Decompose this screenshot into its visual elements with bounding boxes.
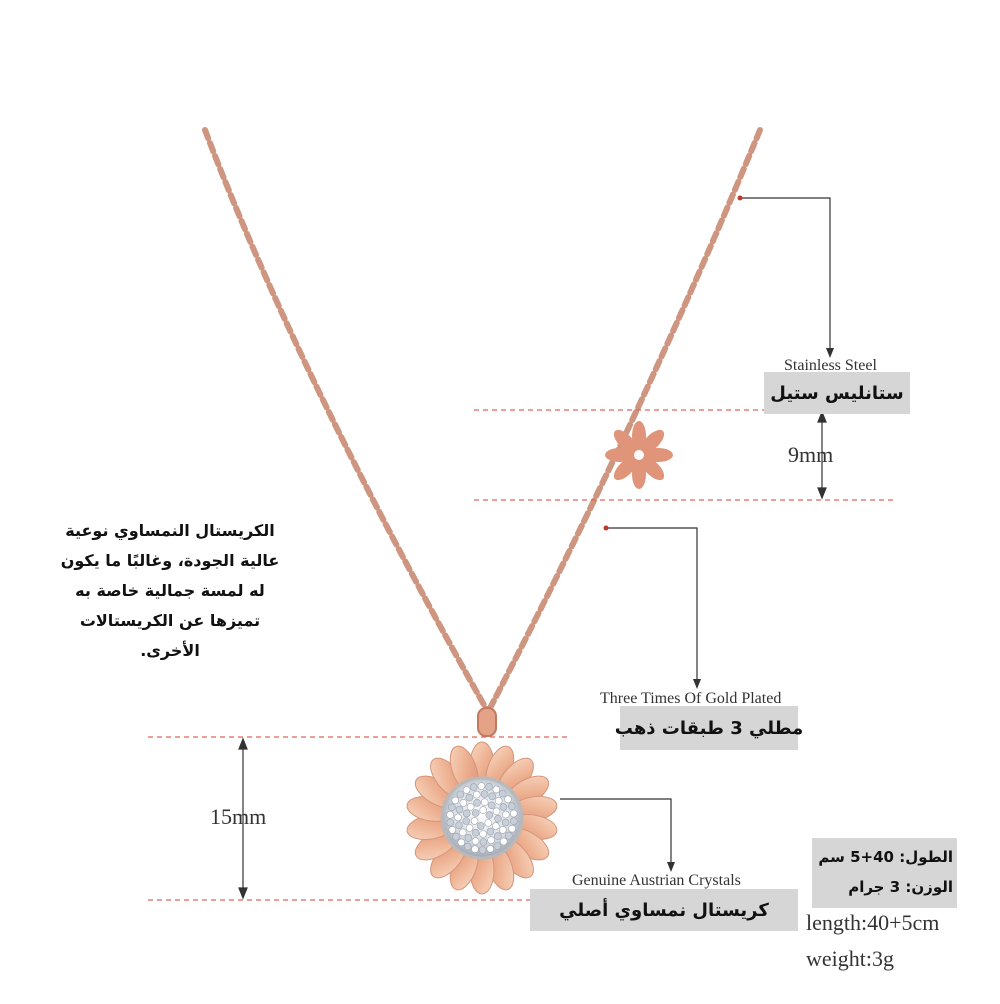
crystal-stone — [479, 838, 488, 846]
crystal-stone — [499, 803, 508, 811]
crystal-description: الكريستال النمساوي نوعية عالية الجودة، و… — [50, 516, 290, 666]
crystal-stone — [477, 822, 485, 830]
stainless-steel-label-ar: ستانليس ستيل — [764, 372, 910, 414]
crystal-stone — [463, 842, 472, 851]
pendant-size: 15mm — [210, 804, 267, 829]
crystal-stone — [487, 836, 495, 845]
crystal-stone — [501, 810, 510, 819]
chain-right — [485, 127, 763, 715]
petal — [640, 456, 665, 481]
crystal-stone — [494, 796, 503, 805]
crystal-stone — [498, 789, 507, 798]
crystal-stone — [465, 793, 474, 802]
crystal-stone — [471, 809, 480, 817]
crystal-stone — [486, 845, 495, 853]
crystals-label-ar: كريستال نمساوي أصلي — [530, 889, 798, 931]
crystal-stone — [473, 798, 481, 807]
crystal-stone — [493, 842, 502, 850]
crystal-stone — [494, 832, 502, 840]
crystal-stone — [470, 817, 479, 825]
stainless-steel-label-en: Stainless Steel — [784, 357, 877, 374]
petal — [640, 429, 665, 454]
description-line: الكريستال النمساوي نوعية — [65, 521, 275, 540]
crystal-stone — [498, 826, 507, 834]
crystal-stone — [472, 790, 481, 799]
gold-plated-label-ar: مطلي 3 طبقات ذهب — [615, 706, 803, 750]
crystal-stone — [448, 826, 457, 834]
crystal-stone — [471, 828, 480, 837]
crystal-stone — [508, 824, 516, 833]
crystal-stone — [487, 801, 496, 810]
crystal-stone — [446, 811, 455, 819]
crystal-stone — [459, 798, 468, 807]
crystal-stone — [492, 785, 501, 794]
crystal-stone — [462, 809, 471, 818]
crystal-stone — [478, 846, 487, 854]
crystal-stone — [454, 813, 462, 822]
crystal-stone — [457, 838, 466, 847]
crystal-stone — [509, 817, 518, 826]
crystal-stone — [486, 827, 495, 836]
petal — [613, 456, 638, 481]
crystal-stone — [455, 805, 464, 814]
crystal-stone — [485, 811, 494, 819]
description-line: الأخرى. — [140, 641, 200, 660]
small-flower-size: 9mm — [788, 442, 834, 467]
crystal-stone — [471, 837, 480, 845]
petal — [613, 429, 638, 454]
crystal-stone — [501, 818, 510, 827]
crystal-stone — [452, 832, 460, 841]
crystal-stone — [488, 792, 496, 801]
crystal-stone — [465, 824, 474, 832]
crystal-stone — [479, 830, 487, 838]
crystal-stone — [477, 782, 486, 790]
spec-length-ar: الطول: 40+5 سم — [818, 848, 953, 866]
crystal-stone — [492, 807, 501, 816]
chain-left — [202, 127, 491, 715]
crystal-stone — [504, 831, 513, 840]
crystal-stone — [485, 782, 493, 791]
crystal-stone — [448, 803, 456, 812]
description-line: عالية الجودة، وغالبًا ما يكون — [60, 551, 280, 570]
crystal-stone — [471, 845, 479, 854]
crystal-stone — [469, 783, 478, 791]
spec-weight-en: weight:3g — [806, 946, 894, 971]
crystal-stone — [507, 802, 516, 810]
crystals-label-en: Genuine Austrian Crystals — [572, 872, 741, 889]
crystal-center — [440, 776, 524, 860]
crystal-stone — [480, 790, 489, 798]
crystal-stone — [504, 795, 512, 804]
crystal-stone — [451, 796, 460, 805]
gold-plated-label-en: Three Times Of Gold Plated — [600, 690, 782, 707]
crystal-stone — [494, 814, 502, 823]
callout-arrowheads — [667, 348, 834, 872]
crystal-stone — [458, 828, 467, 837]
crystal-stone — [455, 821, 463, 829]
crystal-stone — [462, 786, 471, 794]
crystal-stone — [464, 833, 473, 842]
daisy-pendant — [406, 741, 558, 895]
callout-lines — [560, 197, 831, 866]
description-line: له لمسة جمالية خاصة به — [75, 581, 265, 600]
pendant-bail — [477, 707, 497, 737]
description-line: تميزها عن الكريستالات — [79, 611, 261, 630]
crystal-stone — [480, 798, 489, 807]
crystal-stone — [456, 790, 465, 799]
dimension-arrows — [238, 410, 827, 900]
crystal-stone — [462, 817, 471, 825]
crystal-stone — [484, 819, 493, 827]
spec-weight-ar: الوزن: 3 جرام — [848, 878, 953, 896]
guide-lines — [148, 409, 895, 901]
crystal-stone — [492, 822, 500, 830]
crystal-stone — [509, 809, 518, 818]
small-flower-charm — [605, 421, 673, 489]
specs-arabic: الطول: 40+5 سم الوزن: 3 جرام — [812, 838, 957, 908]
spec-length-en: length:40+5cm — [806, 910, 940, 935]
crystal-stone — [479, 806, 488, 814]
crystal-stone — [466, 803, 475, 811]
crystal-stone — [446, 818, 455, 827]
crystal-stone — [499, 837, 508, 846]
